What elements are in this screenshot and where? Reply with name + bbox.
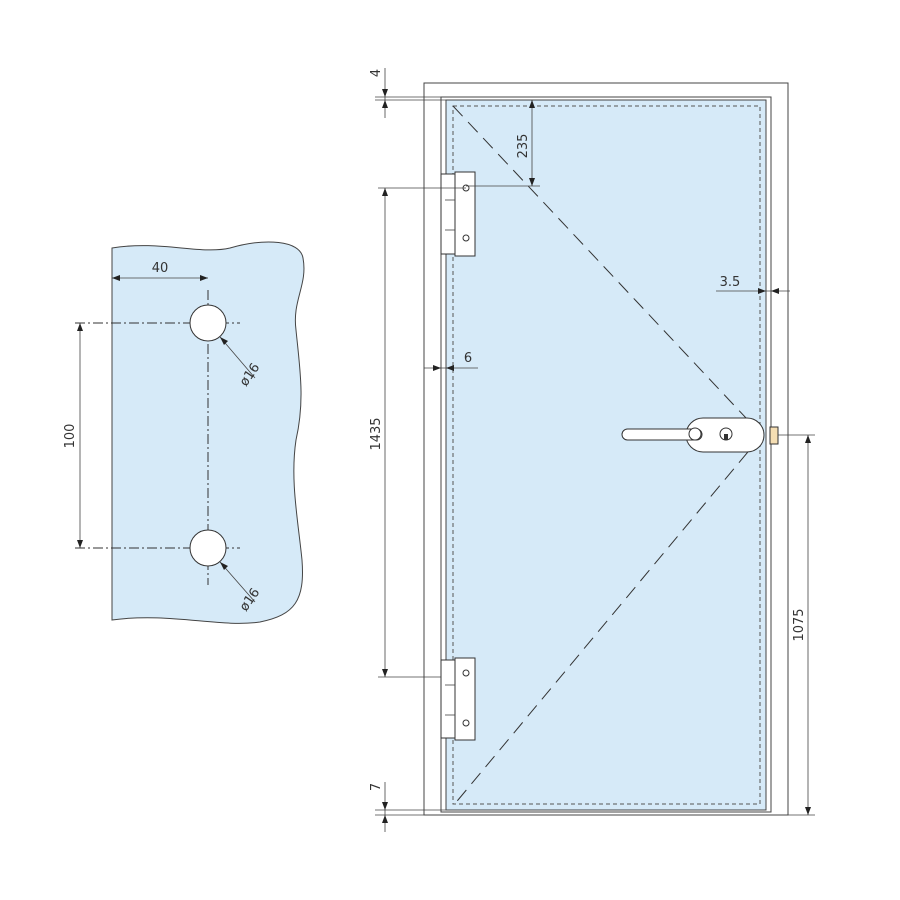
glass-detail-panel [111,241,305,624]
arrow [446,365,454,371]
opening-line-upper [452,105,763,436]
opening-line-lower [452,434,763,807]
hinge-top-glass-part [454,171,476,257]
hinge-top [440,171,476,257]
dim-6-label: 6 [464,351,472,366]
hole-detail: 40 100 ø16 ø16 [63,241,305,624]
door-elevation: 4 235 1435 6 3.5 1075 [369,68,815,832]
lock-handle [621,417,779,453]
arrow [382,815,388,823]
handle-rose [688,427,702,441]
dim-3-5-label: 3.5 [720,275,741,290]
arrow [382,802,388,810]
hinge-screw [462,719,470,727]
arrow [382,100,388,108]
arrow [382,89,388,97]
hole-top [189,304,227,342]
hinge-screw [462,669,470,677]
dim-100-label: 100 [63,424,78,449]
arrow [77,323,83,331]
leader-bottom [219,561,256,603]
arrow [529,178,535,186]
door-frame-inner [440,96,772,813]
leader-top [219,336,256,379]
hinge-bottom [440,657,476,741]
hinge-screw [462,234,470,242]
arrow [758,288,766,294]
arrow [805,807,811,815]
glass-door-leaf [445,99,767,811]
dim-1435-label: 1435 [369,417,384,450]
arrow [200,275,208,281]
arrow [805,435,811,443]
dim-4-label: 4 [369,69,384,77]
arrow [220,337,228,345]
arrow [77,540,83,548]
arrow [433,365,441,371]
rebate-line [452,105,761,805]
door-frame-outer [423,82,789,816]
arrow [112,275,120,281]
hole-bottom [189,529,227,567]
latch-bolt [769,426,779,445]
arrow [529,100,535,108]
arrow [382,669,388,677]
dim-235-label: 235 [516,134,531,159]
dim-40-label: 40 [152,261,169,276]
arrow [220,562,228,570]
arrow [382,188,388,196]
dim-7-label: 7 [369,783,384,791]
arrow [771,288,779,294]
door-handle [621,428,703,441]
dim-1075-label: 1075 [792,608,807,641]
keyhole-slot [724,434,728,440]
hinge-bottom-glass-part [454,657,476,741]
